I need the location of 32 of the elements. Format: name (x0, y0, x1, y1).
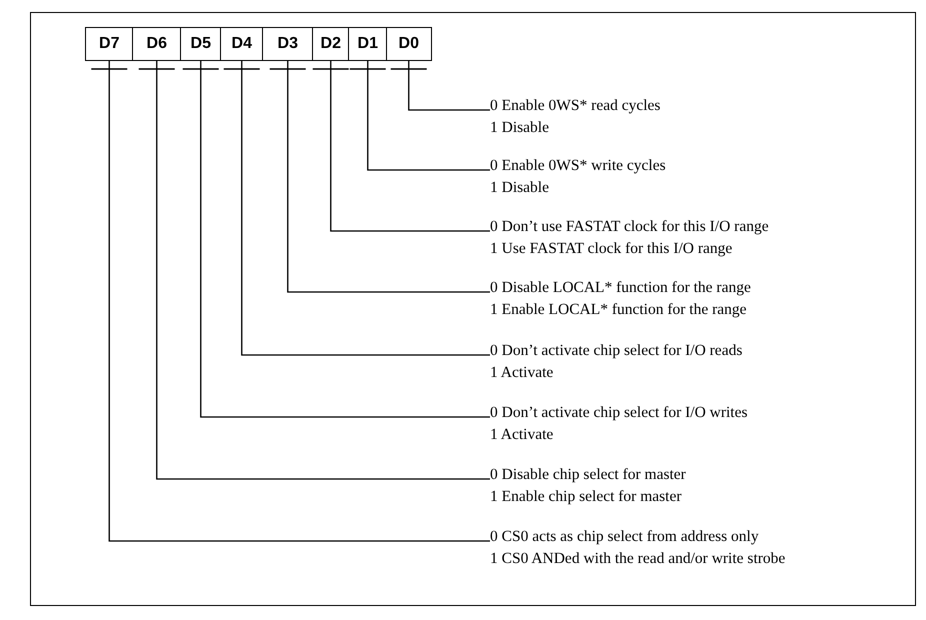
bit-value-description: 0 Enable 0WS* write cycles (490, 156, 666, 176)
leader-line (270, 61, 490, 293)
register-bit-cell: D1 (348, 27, 388, 61)
bit-value-description: 0 Don’t use FASTAT clock for this I/O range (490, 217, 769, 237)
bit-value-description: 1 Disable (490, 178, 549, 198)
register-bit-cell: D7 (85, 27, 134, 61)
bit-value-description: 0 Disable LOCAL* function for the range (490, 278, 751, 298)
register-bit-cell: D4 (220, 27, 264, 61)
register-bit-cell: D2 (312, 27, 350, 61)
leader-line (182, 61, 490, 418)
register-bit-cell: D0 (386, 27, 432, 61)
register-bit-cell: D5 (180, 27, 222, 61)
bit-value-description: 1 Enable LOCAL* function for the range (490, 300, 747, 320)
bit-value-description: 1 Use FASTAT clock for this I/O range (490, 239, 732, 259)
register-bit-cell: D3 (262, 27, 314, 61)
bit-value-description: 0 Disable chip select for master (490, 465, 686, 485)
bit-value-description: 1 Activate (490, 363, 554, 383)
leader-line (138, 61, 490, 480)
bit-value-description: 1 Disable (490, 118, 549, 138)
bit-value-description: 0 Enable 0WS* read cycles (490, 96, 660, 116)
bit-value-description: 0 Don’t activate chip select for I/O writes (490, 403, 748, 423)
bit-value-description: 0 Don’t activate chip select for I/O reads (490, 341, 742, 361)
leader-line (224, 61, 490, 356)
bit-value-description: 1 CS0 ANDed with the read and/or write strobe (490, 549, 786, 569)
leader-line (91, 61, 490, 542)
leader-line (390, 61, 490, 111)
register-bit-cell: D6 (132, 27, 182, 61)
bit-value-description: 1 Activate (490, 425, 554, 445)
leader-line (312, 61, 490, 232)
bit-value-description: 1 Enable chip select for master (490, 487, 682, 507)
leader-line (350, 61, 490, 171)
bit-value-description: 0 CS0 acts as chip select from address only (490, 527, 759, 547)
